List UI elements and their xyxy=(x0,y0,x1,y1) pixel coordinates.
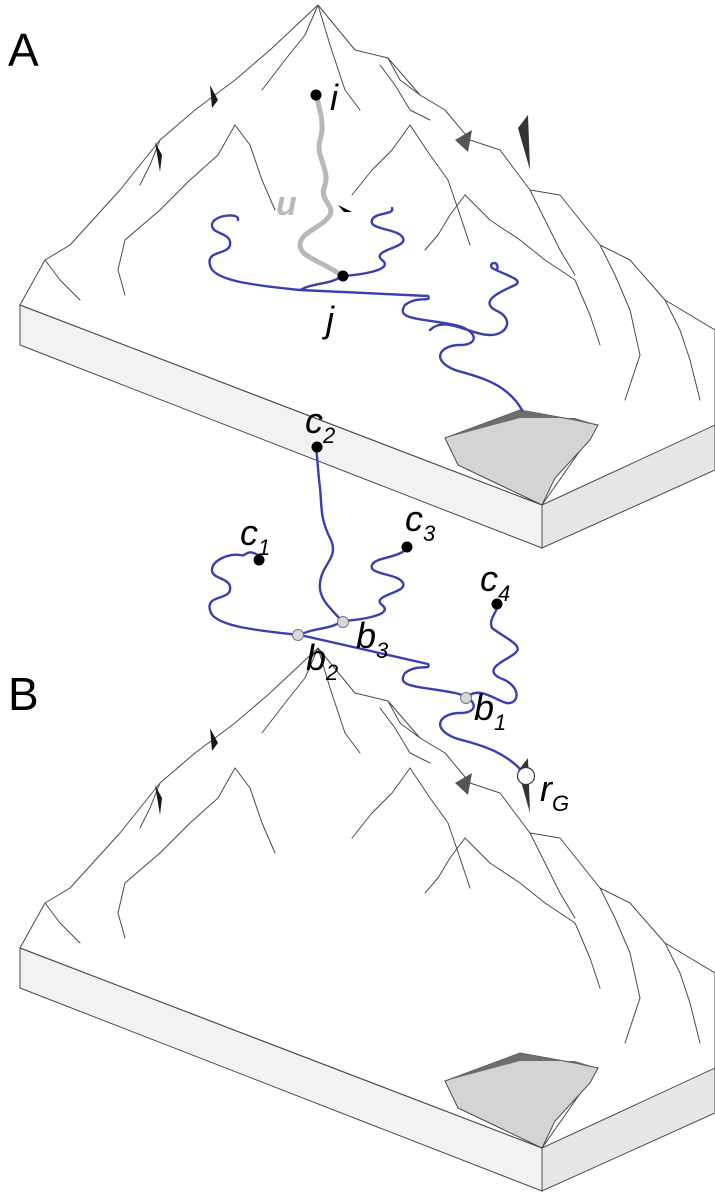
panel-letter-a: A xyxy=(8,24,39,76)
node-c2 xyxy=(311,441,323,453)
landscape-block-b xyxy=(19,647,715,1192)
river-network-a xyxy=(208,206,524,412)
path-u xyxy=(297,92,345,279)
landscape-block-a xyxy=(19,4,715,549)
node-b1 xyxy=(460,692,472,704)
node-rG xyxy=(516,766,536,786)
river-network-b xyxy=(208,446,528,778)
label-i: i xyxy=(330,77,339,118)
label-c3: c3 xyxy=(405,498,436,546)
node-b3 xyxy=(337,616,349,628)
label-j: j xyxy=(321,299,335,340)
node-c3 xyxy=(401,541,413,553)
node-j xyxy=(337,270,349,282)
label-u: u xyxy=(276,185,297,223)
panel-a: A i j u xyxy=(8,4,715,549)
label-b3: b3 xyxy=(356,615,389,663)
panel-b: B c1 c2 c3 c4 b1 b2 b3 rG xyxy=(8,400,715,1192)
label-b2: b2 xyxy=(306,637,338,685)
label-c4: c4 xyxy=(480,558,510,606)
node-c1 xyxy=(253,554,265,566)
node-i xyxy=(310,89,322,101)
label-rG: rG xyxy=(540,768,569,816)
panel-letter-b: B xyxy=(8,668,39,720)
label-c2: c2 xyxy=(305,400,335,448)
label-b1: b1 xyxy=(474,687,506,735)
arrow-icon xyxy=(338,205,352,212)
node-b2 xyxy=(292,629,304,641)
node-c4 xyxy=(491,598,503,610)
label-c1: c1 xyxy=(240,512,270,560)
